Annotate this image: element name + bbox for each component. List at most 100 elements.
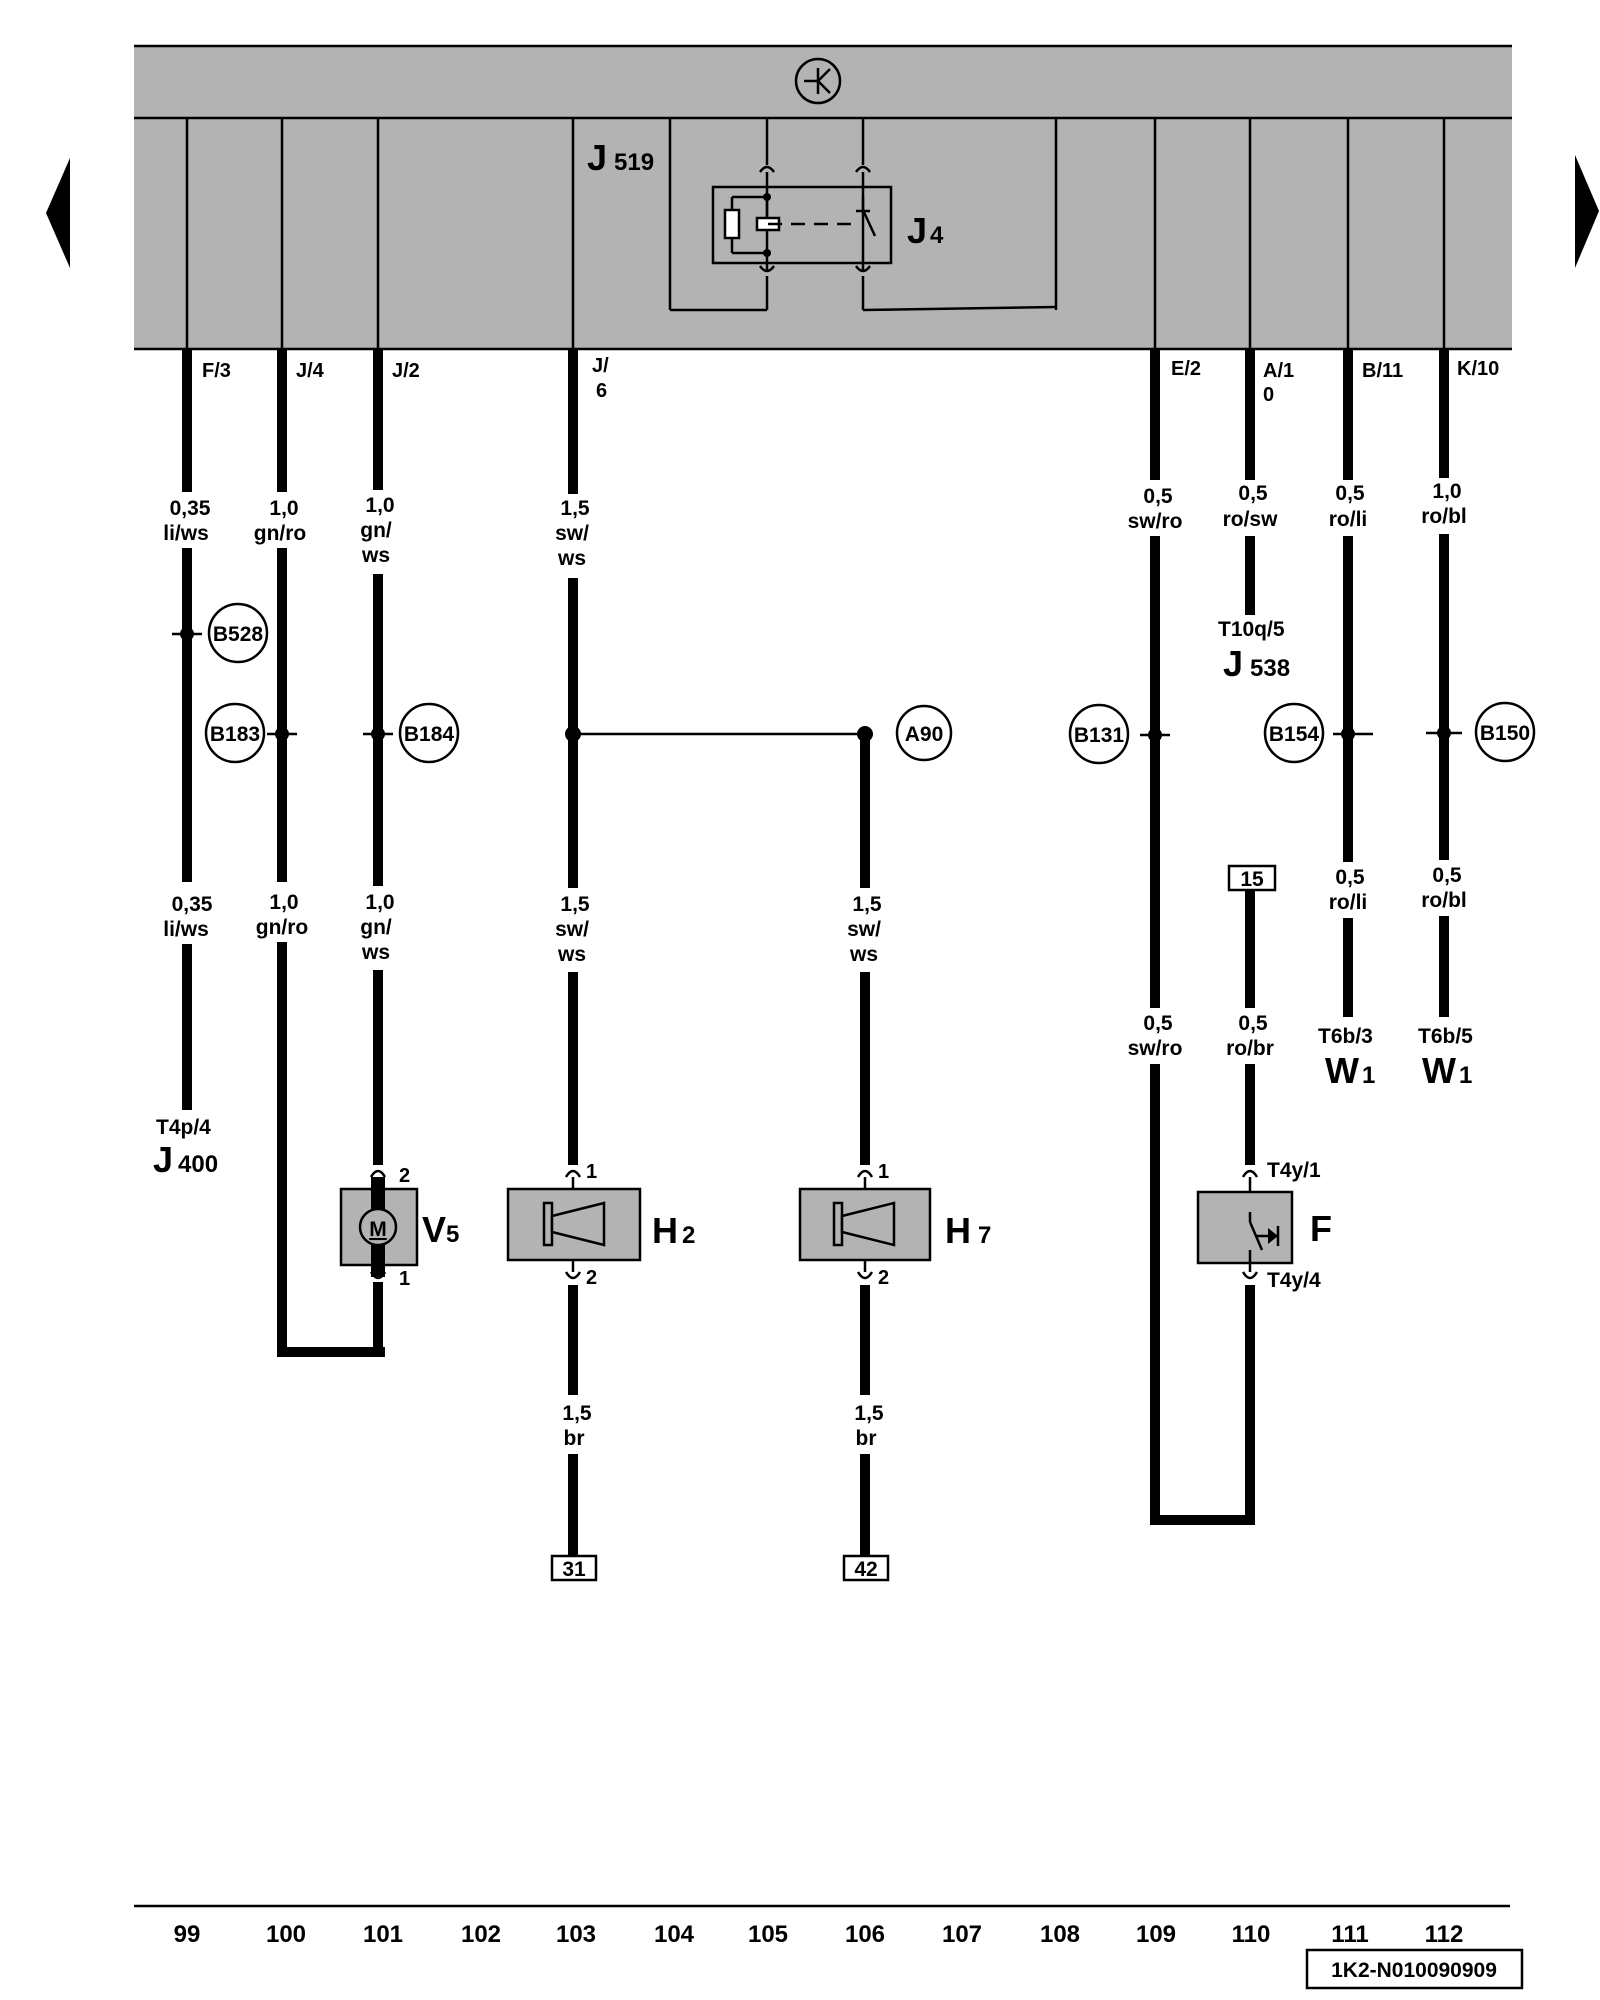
doc-code-box	[1305, 1948, 1524, 1990]
wire-109a-size: 0,5	[1143, 485, 1173, 508]
module-h7-sub: 7	[978, 1222, 991, 1249]
wire-109b-color: sw/ro	[1128, 1037, 1183, 1060]
module-f-main: F	[1310, 1208, 1332, 1249]
terminal-31-box	[550, 1554, 598, 1582]
brake-light-switch-f	[1196, 1169, 1294, 1280]
connector-a90: A90	[905, 723, 944, 746]
h7-pin-2: 2	[878, 1267, 889, 1289]
column-number: 104	[654, 1921, 695, 1948]
column-number: 99	[174, 1921, 201, 1948]
wire-110b-size: 0,5	[1238, 1012, 1268, 1035]
module-v5-sub: 5	[446, 1221, 459, 1248]
pin-b11: B/11	[1362, 360, 1403, 382]
doc-code: 1K2-N010090909	[1331, 1959, 1497, 1982]
module-j538-main: J	[1223, 643, 1243, 684]
wire-101b-color1: gn/	[360, 916, 392, 939]
wire-109b-size: 0,5	[1143, 1012, 1173, 1035]
pin-j2: J/2	[392, 360, 420, 382]
h2-pin-2: 2	[586, 1267, 597, 1289]
column-number: 110	[1232, 1921, 1271, 1948]
terminal-31: 31	[562, 1558, 586, 1581]
connector-b528: B528	[213, 623, 264, 646]
horn-h2	[506, 1169, 642, 1280]
module-w1b-sub: 1	[1459, 1062, 1472, 1089]
module-j519-sub: 519	[614, 149, 654, 176]
wire-labels: 0,35 li/ws 1,0 gn/ro 1,0 gn/ ws 1,5 sw/ …	[163, 480, 1467, 1450]
terminal-t4y1: T4y/1	[1267, 1159, 1321, 1182]
wire-101a-size: 1,0	[365, 494, 394, 517]
wire-110a-size: 0,5	[1238, 482, 1268, 505]
wire-110b-color: ro/br	[1226, 1037, 1274, 1060]
module-w1a-main: W	[1325, 1050, 1359, 1091]
column-number: 112	[1425, 1921, 1464, 1948]
wire-103a-size: 1,5	[560, 497, 590, 520]
wire-112a-color: ro/bl	[1421, 505, 1467, 528]
module-w1b-main: W	[1422, 1050, 1456, 1091]
h2-pin-1: 1	[586, 1161, 597, 1183]
wire-100a-color: gn/ro	[254, 522, 307, 545]
wire-99b-size: 0,35	[172, 893, 213, 916]
connector-b150: B150	[1480, 722, 1530, 745]
pin-k10: K/10	[1457, 358, 1499, 380]
wire-100b-size: 1,0	[269, 891, 298, 914]
triangle-left-icon[interactable]	[46, 158, 70, 268]
h7-pin-1: 1	[878, 1161, 889, 1183]
v5-pin-1: 1	[399, 1268, 410, 1290]
wire-103b-color1: sw/	[555, 918, 589, 941]
pin-j6-line2: 6	[596, 380, 607, 402]
relay-j4	[711, 118, 893, 310]
wire-101a-color1: gn/	[360, 519, 392, 542]
washer-pump-motor-v5: M	[339, 1169, 419, 1280]
wire-103a-color2: ws	[557, 547, 586, 570]
column-number: 103	[556, 1921, 596, 1948]
connector-b183: B183	[210, 723, 260, 746]
wire-99a-size: 0,35	[170, 497, 211, 520]
column-number: 109	[1136, 1921, 1176, 1948]
pin-j4: J/4	[296, 360, 325, 382]
wire-100b-color: gn/ro	[256, 916, 309, 939]
module-h2-sub: 2	[682, 1222, 695, 1249]
wire-103c-color: br	[564, 1427, 585, 1450]
wire-99b-color: li/ws	[163, 918, 209, 941]
triangle-right-icon[interactable]	[1575, 155, 1599, 268]
pin-e2: E/2	[1171, 358, 1201, 380]
wire-101b-size: 1,0	[365, 891, 394, 914]
module-j400-main: J	[153, 1139, 173, 1180]
wire-103b-color2: ws	[557, 943, 586, 966]
column-number: 100	[266, 1921, 306, 1948]
terminal-t4p4: T4p/4	[156, 1116, 211, 1139]
wire-106a-color2: ws	[849, 943, 878, 966]
v5-pin-2: 2	[399, 1165, 410, 1187]
wire-103b-size: 1,5	[560, 893, 590, 916]
wire-109a-color: sw/ro	[1128, 510, 1183, 533]
splice-connectors: B528 B183 B184 A90 B131 B154 B150	[172, 602, 1536, 765]
wire-103a-color1: sw/	[555, 522, 589, 545]
terminal-15-box	[1227, 864, 1277, 892]
wire-99a-color: li/ws	[163, 522, 209, 545]
module-j519-main: J	[587, 137, 607, 178]
terminal-t6b3: T6b/3	[1318, 1025, 1373, 1048]
wire-112b-color: ro/bl	[1421, 889, 1467, 912]
terminal-42: 42	[854, 1558, 877, 1581]
wire-101b-color2: ws	[361, 941, 390, 964]
wire-103c-size: 1,5	[562, 1402, 592, 1425]
wire-101a-color2: ws	[361, 544, 390, 567]
terminal-t4y4: T4y/4	[1267, 1269, 1321, 1292]
horn-h7	[798, 1169, 932, 1280]
column-number: 108	[1040, 1921, 1080, 1948]
control-unit-housing	[134, 46, 1512, 349]
pin-a10-line1: A/1	[1263, 360, 1294, 382]
wire-106b-size: 1,5	[854, 1402, 884, 1425]
pin-f3: F/3	[202, 360, 231, 382]
wire-111a-color: ro/li	[1329, 508, 1368, 531]
module-w1a-sub: 1	[1362, 1062, 1375, 1089]
module-j400-sub: 400	[178, 1151, 218, 1178]
terminal-15: 15	[1240, 868, 1264, 891]
terminal-t10q5: T10q/5	[1218, 618, 1285, 641]
column-number: 102	[461, 1921, 501, 1948]
wire-111a-size: 0,5	[1335, 482, 1365, 505]
connector-b131: B131	[1074, 724, 1125, 747]
column-number: 106	[845, 1921, 885, 1948]
